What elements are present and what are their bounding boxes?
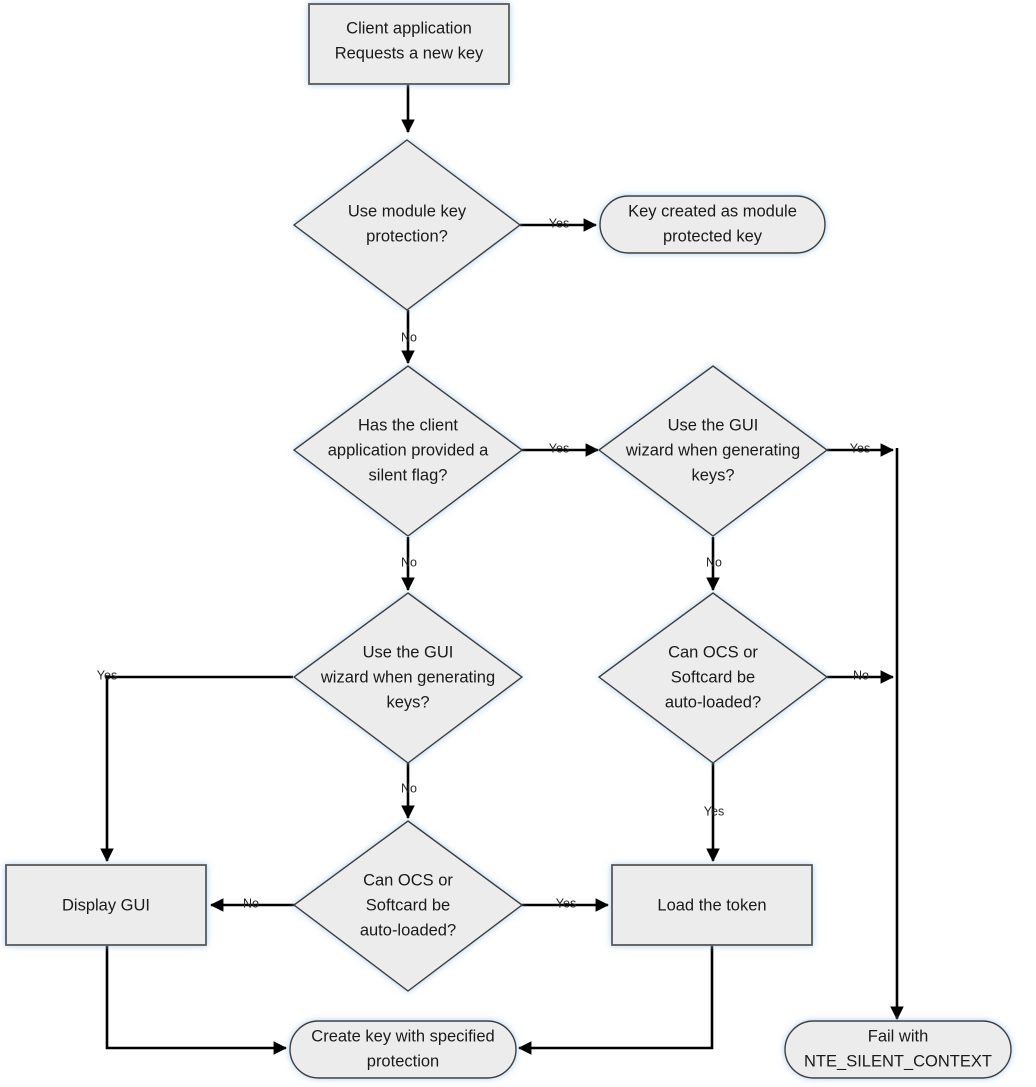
node-ocs-softcard-right-line1: Can OCS or: [668, 643, 758, 661]
node-ocs-softcard-bottom[interactable]: Can OCS or Softcard be auto-loaded?: [292, 820, 524, 992]
node-silent-flag[interactable]: Has the client application provided a si…: [292, 365, 524, 537]
edge-label-ocs-bottom-yes: Yes: [556, 896, 576, 910]
node-display-gui[interactable]: Display GUI: [5, 864, 207, 946]
node-load-token-line1: Load the token: [657, 896, 766, 914]
edges-layer: [100, 84, 904, 1055]
node-module-key-protection-line2: protection?: [366, 227, 448, 245]
node-module-protected-key[interactable]: Key created as module protected key: [599, 195, 826, 254]
node-gui-wizard-right[interactable]: Use the GUI wizard when generating keys?: [597, 365, 829, 537]
node-gui-wizard-right-line3: keys?: [691, 466, 734, 484]
edge-label-module-yes: Yes: [549, 216, 569, 230]
node-gui-wizard-right-line1: Use the GUI: [668, 416, 759, 434]
edge-load-token-to-create-key: [517, 945, 714, 1055]
node-ocs-softcard-right-line2: Softcard be: [671, 668, 755, 686]
node-gui-wizard-left[interactable]: Use the GUI wizard when generating keys?: [292, 592, 524, 764]
node-module-key-protection-line1: Use module key: [348, 202, 467, 220]
edge-label-ocs-right-no: No: [853, 668, 869, 682]
node-create-key[interactable]: Create key with specified protection: [289, 1020, 517, 1079]
node-ocs-softcard-right-line3: auto-loaded?: [665, 693, 761, 711]
node-load-token[interactable]: Load the token: [611, 864, 813, 946]
node-fail-silent-line1: Fail with: [868, 1027, 929, 1045]
edge-label-gui-right-yes: Yes: [850, 441, 870, 455]
node-ocs-softcard-right[interactable]: Can OCS or Softcard be auto-loaded?: [597, 592, 829, 764]
edge-label-ocs-right-yes: Yes: [704, 804, 724, 818]
node-create-key-line1: Create key with specified: [311, 1027, 494, 1045]
node-ocs-softcard-bottom-line1: Can OCS or: [363, 871, 453, 889]
node-module-key-protection[interactable]: Use module key protection?: [292, 139, 522, 311]
node-gui-wizard-left-line1: Use the GUI: [363, 643, 454, 661]
node-gui-wizard-left-line2: wizard when generating: [320, 668, 495, 686]
node-silent-flag-line1: Has the client: [358, 416, 458, 434]
edge-labels-layer: Yes No Yes No Yes No No Yes Yes No No Ye…: [97, 216, 870, 910]
edge-label-gui-right-no: No: [706, 555, 722, 569]
node-client-request[interactable]: Client application Requests a new key: [308, 3, 510, 85]
edge-label-silent-yes: Yes: [549, 441, 569, 455]
node-ocs-softcard-bottom-line2: Softcard be: [366, 896, 450, 914]
edge-label-ocs-bottom-no: No: [243, 896, 259, 910]
node-fail-silent-line2: NTE_SILENT_CONTEXT: [804, 1052, 992, 1070]
edge-label-gui-left-no: No: [401, 781, 417, 795]
node-create-key-line2: protection: [367, 1052, 439, 1070]
node-display-gui-line1: Display GUI: [62, 896, 150, 914]
edge-label-module-no: No: [401, 330, 417, 344]
edge-label-gui-left-yes: Yes: [97, 668, 117, 682]
edge-gui-left-yes-to-display-gui: [100, 675, 293, 863]
edge-display-gui-to-create-key: [105, 945, 288, 1055]
edge-label-silent-no: No: [401, 555, 417, 569]
node-client-request-line2: Requests a new key: [335, 44, 484, 62]
node-gui-wizard-left-line3: keys?: [386, 693, 429, 711]
node-silent-flag-line2: application provided a: [328, 441, 489, 459]
node-module-protected-key-line2: protected key: [663, 227, 763, 245]
node-silent-flag-line3: silent flag?: [369, 466, 448, 484]
node-gui-wizard-right-line2: wizard when generating: [625, 441, 800, 459]
node-ocs-softcard-bottom-line3: auto-loaded?: [360, 921, 456, 939]
node-fail-silent[interactable]: Fail with NTE_SILENT_CONTEXT: [784, 1020, 1012, 1079]
node-client-request-line1: Client application: [346, 19, 472, 37]
node-module-protected-key-line1: Key created as module: [628, 202, 797, 220]
